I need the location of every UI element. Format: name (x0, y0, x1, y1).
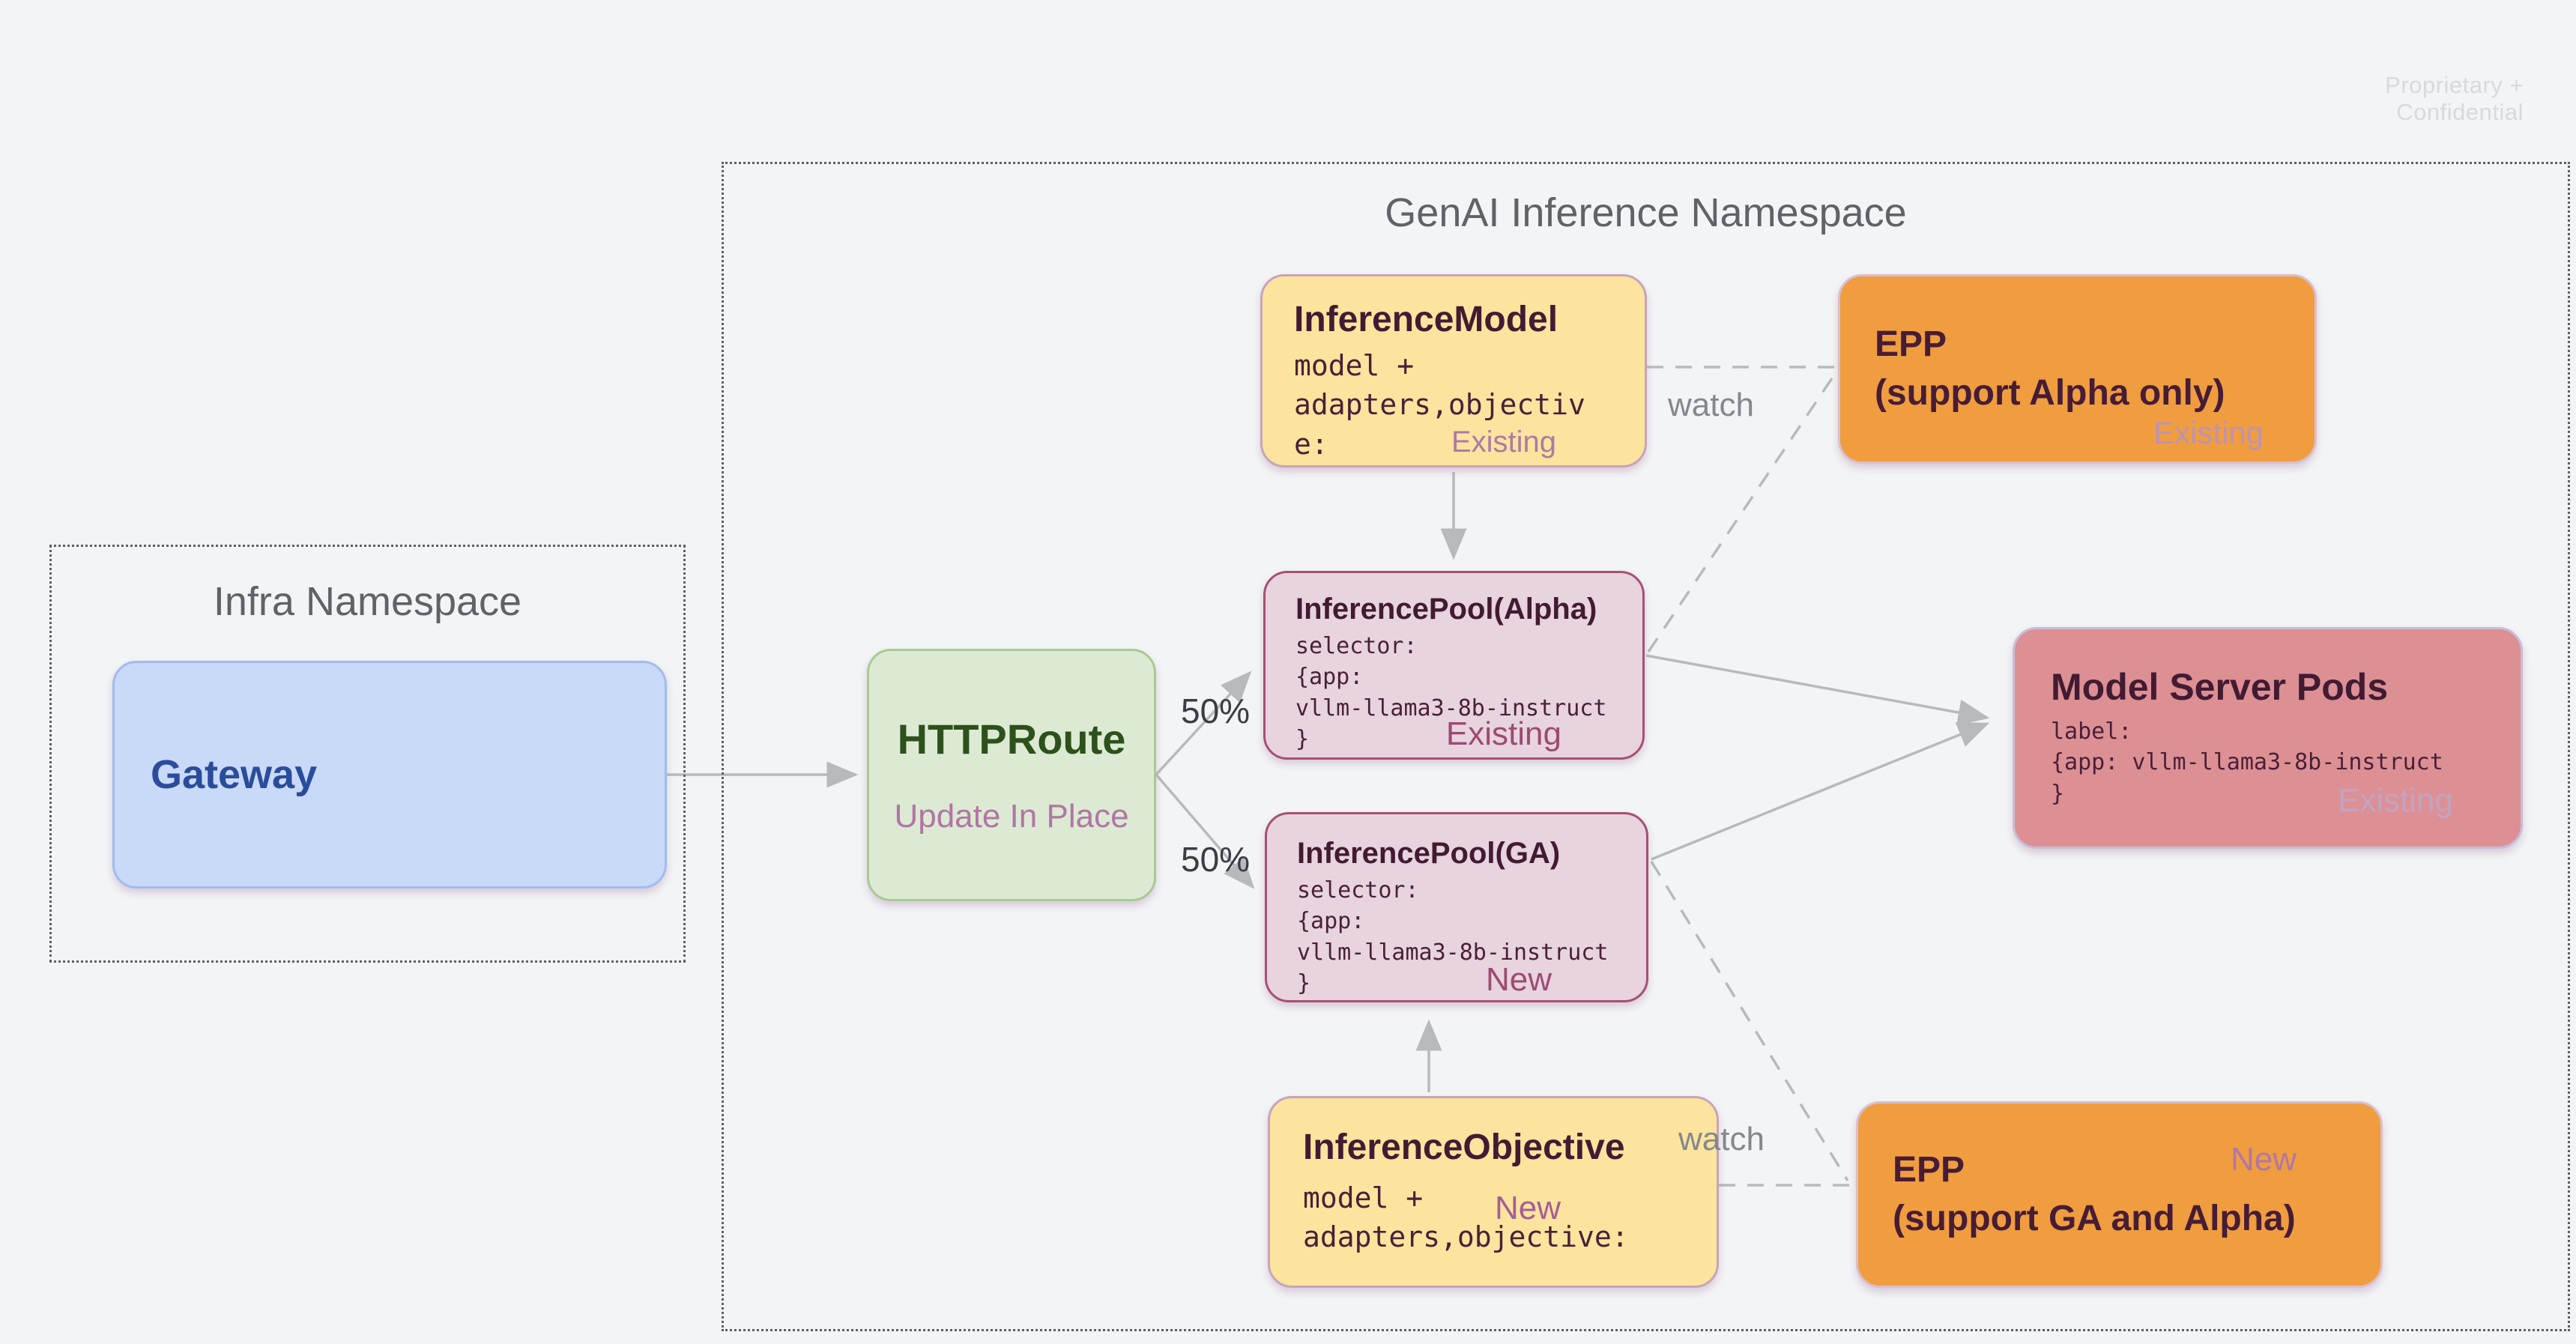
inference-model-spec: model + adapters,objective: (1294, 349, 1585, 461)
inference-pool-alpha-status-badge: Existing (1445, 715, 1561, 752)
gateway-title: Gateway (151, 752, 318, 797)
inference-pool-ga-status-badge: New (1485, 961, 1552, 998)
watch-top-label: watch (1668, 387, 1754, 423)
inference-objective-node: InferenceObjective model + adapters,obje… (1268, 1096, 1719, 1288)
gateway-node: Gateway (112, 661, 667, 889)
httproute-node: HTTPRoute Update In Place (867, 649, 1156, 901)
epp-ga-title-line1: EPP (1893, 1149, 1965, 1190)
epp-ga-node: EPP (support GA and Alpha) New (1856, 1101, 2383, 1288)
watch-bottom-label: watch (1678, 1121, 1765, 1157)
epp-ga-status-badge: New (2230, 1141, 2297, 1178)
inference-pool-alpha-node: InferencePool(Alpha) selector: {app: vll… (1263, 571, 1645, 760)
epp-alpha-status-badge: Existing (2153, 415, 2264, 450)
epp-ga-title-line2: (support GA and Alpha) (1893, 1198, 2296, 1238)
inference-pool-ga-selector: selector: {app: vllm-llama3-8b-instruct … (1297, 877, 1609, 997)
model-server-pods-label: label: {app: vllm-llama3-8b-instruct } (2051, 718, 2443, 807)
inference-model-node: InferenceModel model + adapters,objectiv… (1260, 274, 1647, 467)
model-server-pods-node: Model Server Pods label: {app: vllm-llam… (2013, 627, 2523, 849)
httproute-title: HTTPRoute (897, 715, 1126, 763)
epp-alpha-node: EPP (support Alpha only) Existing (1838, 274, 2317, 464)
infra-namespace-title: Infra Namespace (213, 579, 522, 624)
inference-pool-alpha-title: InferencePool(Alpha) (1295, 593, 1597, 626)
inference-pool-alpha-selector: selector: {app: vllm-llama3-8b-instruct … (1295, 633, 1607, 753)
epp-alpha-title-line1: EPP (1875, 324, 1947, 364)
genai-namespace-container: GenAI Inference Namespace (722, 162, 2570, 1331)
inference-model-status-badge: Existing (1451, 426, 1556, 458)
inference-model-title: InferenceModel (1294, 300, 1558, 339)
infra-namespace-container: Infra Namespace (49, 545, 686, 963)
model-server-pods-title: Model Server Pods (2051, 666, 2389, 708)
model-server-pods-status-badge: Existing (2337, 782, 2453, 819)
inference-pool-ga-title: InferencePool(GA) (1297, 837, 1561, 870)
inference-objective-status-badge: New (1495, 1190, 1561, 1226)
httproute-subtitle: Update In Place (894, 798, 1129, 835)
traffic-split-top-label: 50% (1181, 691, 1251, 730)
inference-objective-spec: model + adapters,objective: (1303, 1181, 1629, 1254)
inference-objective-title: InferenceObjective (1303, 1127, 1625, 1167)
traffic-split-bottom-label: 50% (1181, 840, 1251, 879)
inference-pool-ga-node: InferencePool(GA) selector: {app: vllm-l… (1265, 812, 1648, 1002)
genai-namespace-title: GenAI Inference Namespace (1385, 190, 1907, 235)
confidentiality-watermark: Proprietary + Confidential (2385, 72, 2524, 125)
epp-alpha-title-line2: (support Alpha only) (1875, 372, 2225, 413)
